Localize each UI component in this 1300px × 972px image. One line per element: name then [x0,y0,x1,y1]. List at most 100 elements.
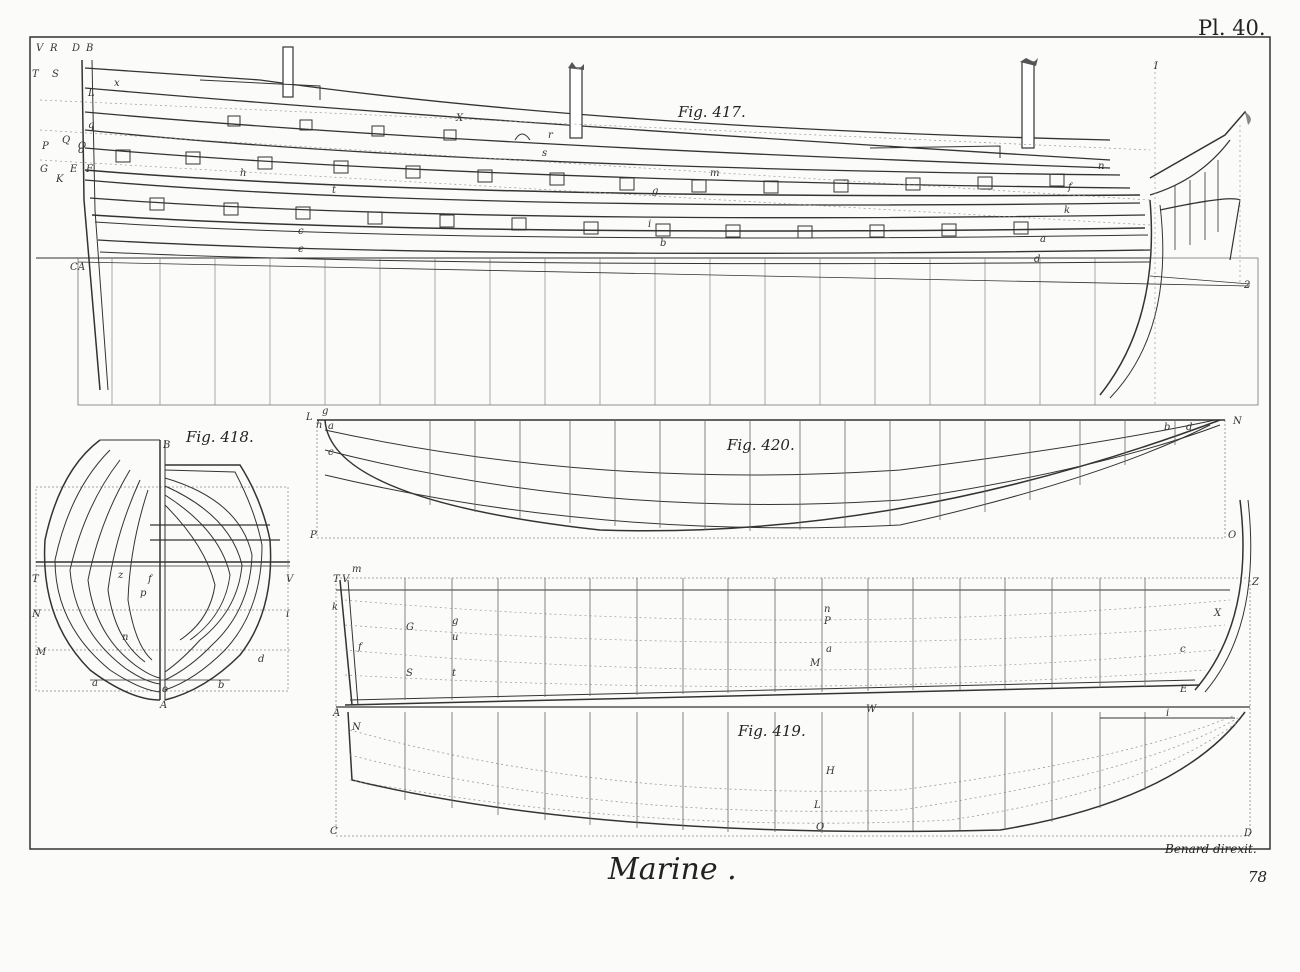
fig419-letter-label: E [1179,684,1188,695]
fig-417-gunports-upper [115,149,1065,194]
fig419-letter-label: W [866,704,877,715]
fig417-letter-label: X [455,113,464,124]
plate-number: Pl. 40. [1198,16,1266,40]
fig419-letter-label: D [1243,828,1252,839]
fig417-letter-label: Q [62,135,70,146]
fig419-letter-label: n [824,604,830,615]
fig417-letter-label: A [77,262,85,273]
fig417-letter-label: c [298,226,304,237]
fig-419-caption: Fig. 419. [738,722,806,740]
fig419-letter-label: i [1166,708,1169,719]
fig-418-caption: Fig. 418. [186,428,254,446]
fig420-letter-label: O [1228,530,1236,541]
fig419-letter-label: M [809,658,821,669]
fig417-letter-label: 2 [1243,280,1250,291]
fig-420-caption: Fig. 420. [727,436,795,454]
fig418-letter-label: d [258,654,264,665]
fig418-letter-label: A [159,700,167,711]
fig419-letter-label: C [330,826,338,837]
fig419-letter-label: u [452,632,458,643]
fig420-letter-label: N [1232,416,1243,427]
fig419-letter-label: O [816,822,824,833]
fig420-letter-label: h [316,420,322,431]
fig417-letter-label: e [298,244,304,255]
fig417-letter-label: B [85,43,93,54]
fig417-letter-label: D [71,43,80,54]
plate-title: Marine . [608,852,737,887]
fig419-letter-label: L [813,800,821,811]
fig419-letter-label: V [342,574,351,585]
fig417-letter-label: x [114,78,120,89]
fig417-letter-label: T [32,69,40,80]
fig419-letter-label: H [825,766,835,777]
fig418-letter-label: V [286,574,295,585]
fig418-letter-label: p [140,588,147,599]
fig417-letter-label: q [88,120,94,131]
fig417-letter-label: i [648,219,651,230]
fig417-letter-label: K [55,174,64,185]
fig417-letter-label: o [78,145,84,156]
fig418-letter-label: o [162,684,168,695]
fig418-letter-label: T [32,574,40,585]
fig418-letter-label: z [117,570,124,581]
fig417-letter-label: d [1034,254,1040,265]
fig-419-grid-box [335,577,1251,837]
fig-420-half-breadth [316,419,1226,539]
fig417-letter-label: n [1098,161,1104,172]
fig420-letter-label: c [328,447,334,458]
fig418-letter-label: a [92,678,98,689]
fig-418-frame-box [35,486,289,692]
fig418-letter-label: n [122,632,128,643]
fig419-letter-label: X [1213,608,1222,619]
fig417-letter-label: C [70,262,78,273]
fig417-letter-label: h [240,168,246,179]
fig417-letter-label: S [52,69,59,80]
fig417-letter-label: L [87,88,95,99]
fig420-letter-label: P [309,530,317,541]
fig418-letter-label: f [147,574,154,585]
fig417-letter-label: m [710,168,719,179]
fig419-letter-label: a [826,644,832,655]
fig419-letter-label: m [352,564,361,575]
fig419-letter-label: P [823,616,831,627]
fig419-letter-label: G [406,622,414,633]
fig420-letter-label: a [328,421,334,432]
fig-417-gunports-lower [149,197,1029,239]
fig419-letter-label: k [332,602,338,613]
fig417-letter-label: V [36,43,45,54]
fig417-letter-label: E [69,164,78,175]
fig419-letter-label: A [332,708,340,719]
fig417-letter-label: P [41,141,49,152]
fig419-letter-label: t [452,668,457,679]
fig-419-profile-plan [335,499,1252,837]
fig417-letter-label: a [1040,234,1046,245]
engraver-credit: Benard direxit. [1165,842,1257,856]
fig417-letter-label: I [1153,61,1159,72]
fig418-letter-label: B [162,440,170,451]
fig417-letter-label: t [332,185,337,196]
fig417-letter-label: R [49,43,58,54]
fig417-letter-label: g [652,186,658,197]
fig417-letter-label: r [548,130,554,141]
fig417-letter-label: F [85,164,94,175]
fig417-letter-label: k [1064,205,1070,216]
fig417-letter-label: b [660,238,666,249]
fig417-letter-label: s [542,148,547,159]
fig420-letter-label: b [1164,422,1170,433]
fig417-letter-label: O [78,141,86,152]
fig420-letter-label: g [322,406,328,417]
fig420-letter-label: L [305,412,313,423]
fig419-letter-label: S [406,668,413,679]
fig417-letter-label: f [1067,182,1074,193]
fig419-letter-label: f [357,642,364,653]
fig417-letter-label: G [40,164,48,175]
fig-417-mast-stumps [282,46,1035,149]
fig-417-side-elevation [36,46,1259,406]
fig418-letter-label: N [31,609,42,620]
fig419-letter-label: N [351,722,362,733]
fig-418-body-plan [35,439,290,701]
fig419-letter-label: T [333,574,341,585]
